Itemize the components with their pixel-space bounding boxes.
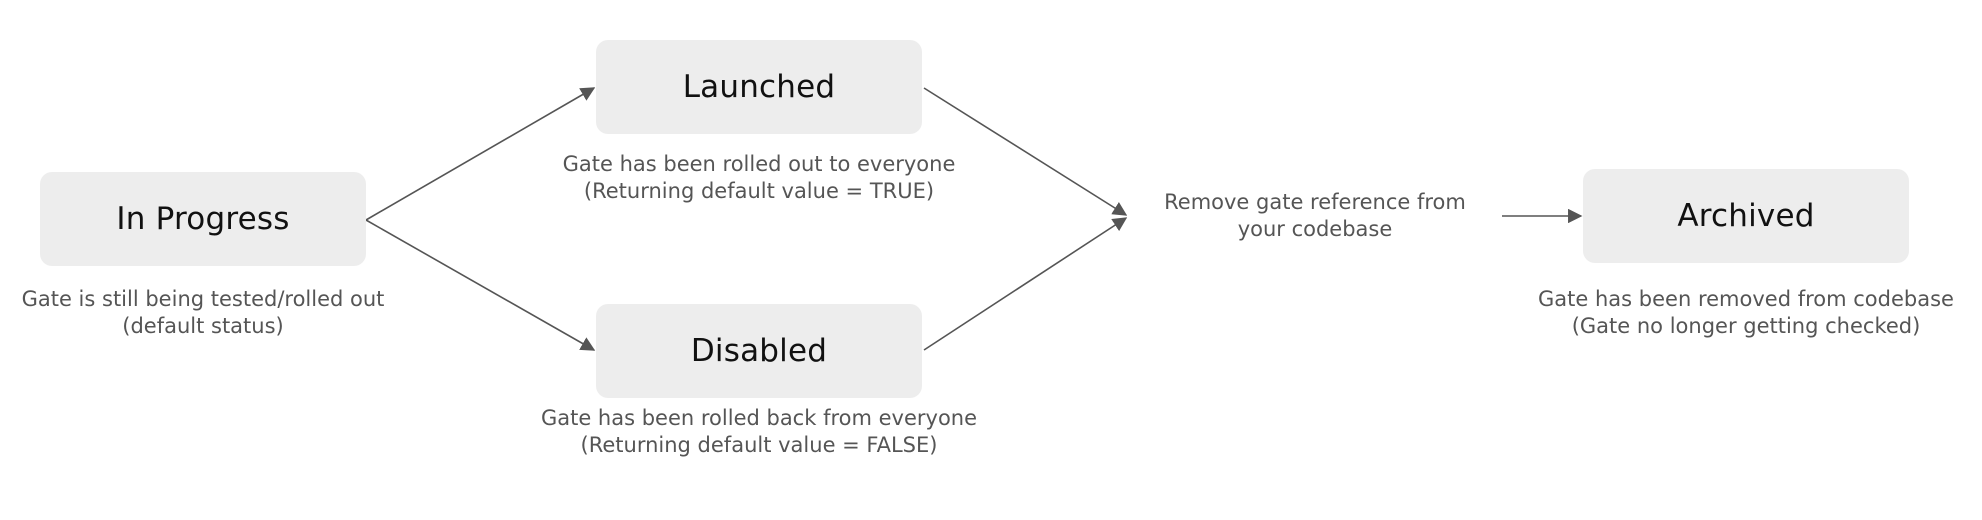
node-disabled-description-line-1: Gate has been rolled back from everyone [540, 406, 978, 430]
node-disabled-description: Gate has been rolled back from everyone … [519, 405, 999, 459]
node-archived: Archived [1583, 169, 1909, 263]
remove-gate-step-line-1: Remove gate reference from [1164, 190, 1466, 214]
node-launched-description-line-2: (Returning default value = TRUE) [583, 179, 935, 203]
node-disabled-label: Disabled [690, 333, 828, 369]
arrow-disabled-to-remove-step [923, 217, 1128, 351]
node-archived-description: Gate has been removed from codebase (Gat… [1514, 286, 1978, 340]
node-in-progress-description-line-2: (default status) [122, 314, 284, 338]
node-disabled-description-line-2: (Returning default value = FALSE) [580, 433, 938, 457]
node-in-progress-label: In Progress [116, 201, 290, 237]
remove-gate-step-line-2: your codebase [1237, 217, 1393, 241]
node-archived-description-line-1: Gate has been removed from codebase [1538, 287, 1954, 311]
node-archived-description-line-2: (Gate no longer getting checked) [1571, 314, 1921, 338]
node-launched: Launched [596, 40, 922, 134]
node-disabled: Disabled [596, 304, 922, 398]
remove-gate-step: Remove gate reference from your codebase [1140, 189, 1490, 243]
node-in-progress-description-line-1: Gate is still being tested/rolled out [21, 287, 385, 311]
node-in-progress-description: Gate is still being tested/rolled out (d… [2, 286, 404, 340]
node-launched-label: Launched [682, 69, 836, 105]
node-launched-description-line-1: Gate has been rolled out to everyone [562, 152, 956, 176]
node-in-progress: In Progress [40, 172, 366, 266]
node-archived-label: Archived [1677, 198, 1815, 234]
node-launched-description: Gate has been rolled out to everyone (Re… [539, 151, 979, 205]
